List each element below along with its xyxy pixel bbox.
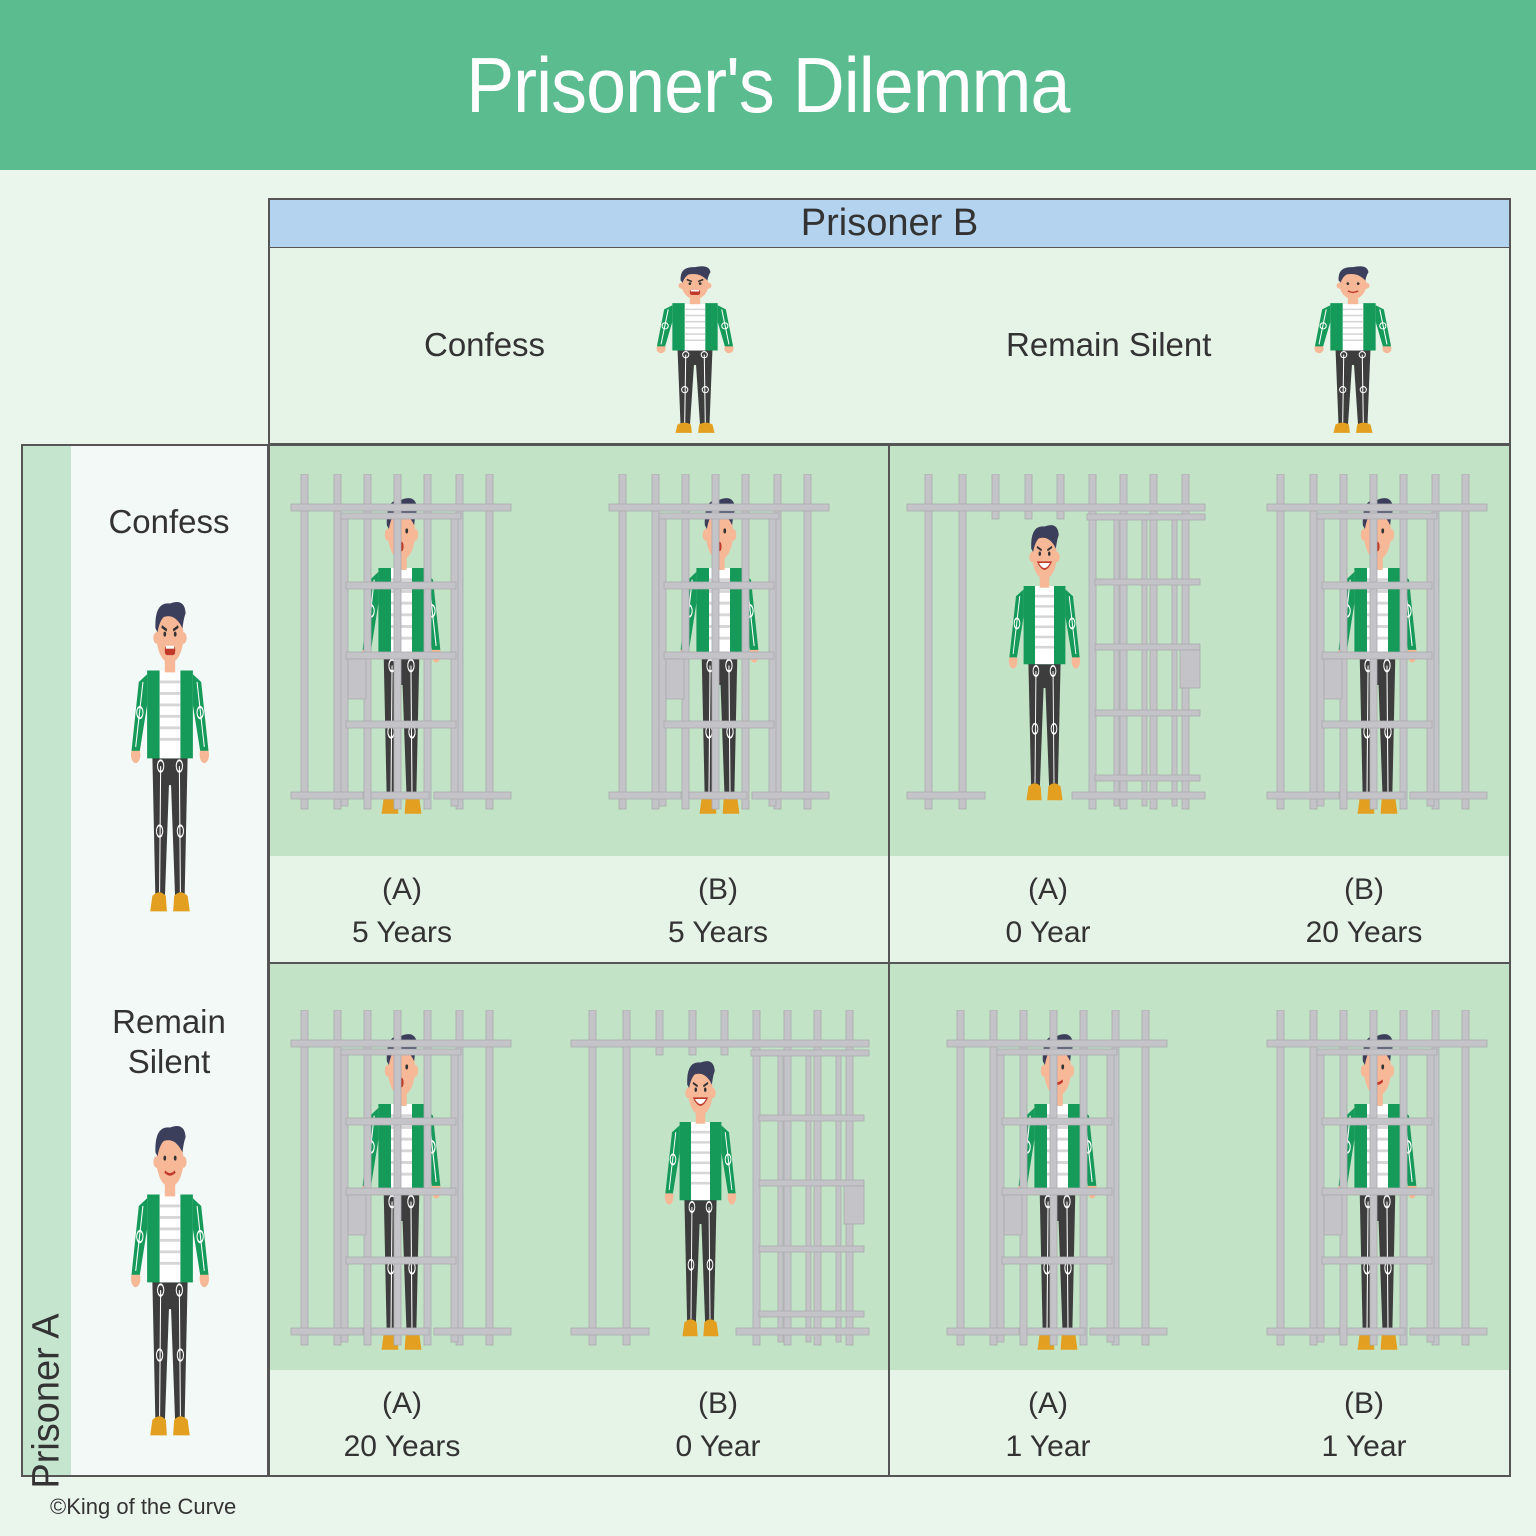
prisoner-a-payoff: (A) 5 Years	[351, 873, 453, 949]
calm-man-icon	[1313, 265, 1393, 434]
outcome-cell-silent-confess	[268, 962, 890, 1372]
prisoner-b-payoff: (B) 20 Years	[1305, 873, 1423, 949]
outcome-label-silent-confess: (A) 20 Years (B) 0 Year	[268, 1370, 890, 1477]
column-header-remain-silent: Remain Silent	[888, 248, 1511, 445]
prisoner-b-header: Prisoner B	[268, 198, 1511, 249]
jailed-prisoner-b-icon	[1266, 1010, 1488, 1352]
prisoner-a-payoff: (A) 1 Year	[1005, 1387, 1091, 1463]
jailed-prisoner-b-icon	[1266, 474, 1488, 816]
jailed-prisoner-a-icon	[290, 1010, 512, 1352]
jailed-prisoner-b-icon	[608, 474, 830, 816]
page-title: Prisoner's Dilemma	[466, 40, 1070, 129]
outcome-label-confess-confess: (A) 5 Years (B) 5 Years	[268, 856, 890, 964]
prisoner-a-label: Prisoner A	[25, 1313, 68, 1489]
row-choice-label: Confess	[108, 503, 230, 540]
jailed-prisoner-a-icon	[290, 474, 512, 816]
angry-man-icon	[129, 600, 211, 913]
row-header-confess: Confess	[71, 444, 269, 964]
row-header-remain-silent: Remain Silent	[71, 962, 269, 1477]
prisoner-a-header: Prisoner A	[21, 444, 73, 1489]
angry-man-icon	[655, 265, 735, 434]
outcome-cell-confess-silent	[888, 444, 1511, 858]
prisoner-b-payoff: (B) 5 Years	[667, 873, 769, 949]
freed-prisoner-b-icon	[570, 1010, 870, 1346]
prisoner-b-label: Prisoner B	[800, 202, 979, 244]
title-banner: Prisoner's Dilemma	[0, 0, 1536, 170]
column-choice-label: Confess	[424, 326, 546, 363]
calm-man-icon	[129, 1124, 211, 1437]
outcome-cell-silent-silent	[888, 962, 1511, 1372]
prisoner-b-payoff: (B) 1 Year	[1321, 1387, 1407, 1463]
outcome-label-confess-silent: (A) 0 Year (B) 20 Years	[888, 856, 1511, 964]
column-header-confess: Confess	[268, 248, 890, 445]
row-choice-label: Remain Silent	[112, 1003, 226, 1080]
column-choice-label: Remain Silent	[1006, 326, 1212, 363]
prisoner-a-payoff: (A) 0 Year	[1005, 873, 1091, 949]
outcome-label-silent-silent: (A) 1 Year (B) 1 Year	[888, 1370, 1511, 1477]
prisoner-a-payoff: (A) 20 Years	[343, 1387, 461, 1463]
jailed-prisoner-a-icon	[946, 1010, 1168, 1352]
freed-prisoner-a-icon	[906, 474, 1206, 810]
prisoner-b-payoff: (B) 0 Year	[675, 1387, 761, 1463]
outcome-cell-confess-confess	[268, 444, 890, 858]
copyright-text: ©King of the Curve	[50, 1494, 237, 1519]
